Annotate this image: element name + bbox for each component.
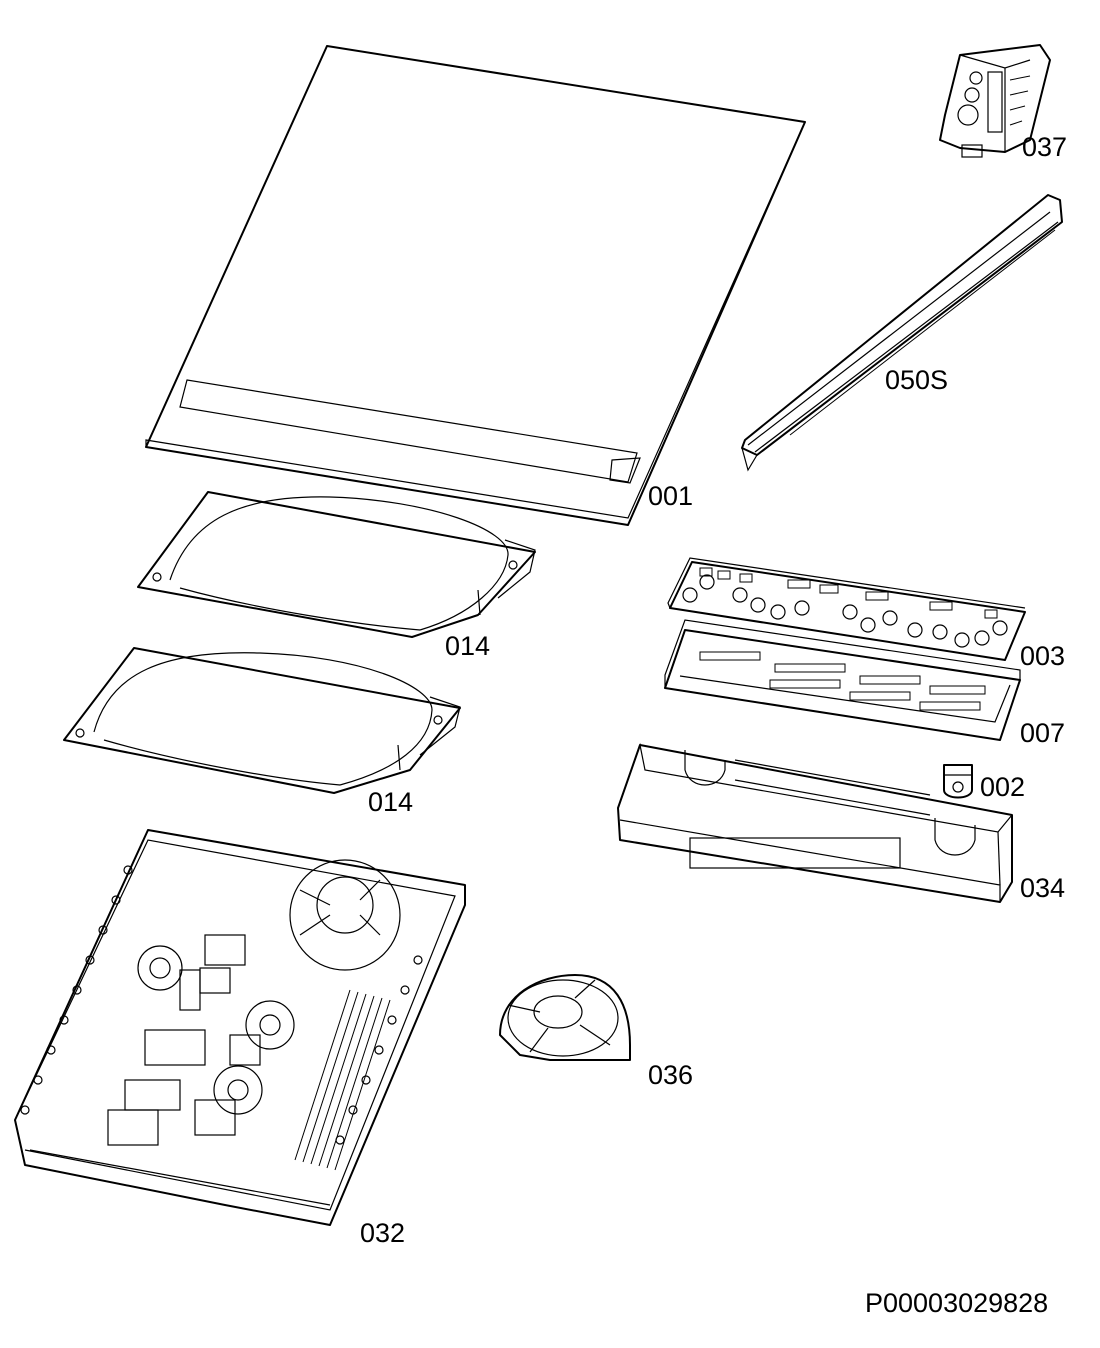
coil-upper-drawing bbox=[137, 491, 536, 638]
label-050s: 050S bbox=[885, 365, 949, 395]
label-001: 001 bbox=[648, 481, 694, 511]
label-034: 034 bbox=[1020, 873, 1066, 903]
frame-drawing bbox=[617, 742, 1013, 903]
side-rail-drawing bbox=[741, 194, 1063, 472]
display-board-drawing bbox=[667, 557, 1026, 661]
document-id: P00003029828 bbox=[865, 1288, 1049, 1318]
coil-lower-drawing bbox=[63, 647, 461, 794]
clip-drawing bbox=[943, 764, 973, 799]
label-003: 003 bbox=[1020, 641, 1066, 671]
label-032: 032 bbox=[360, 1218, 406, 1248]
fan-drawing bbox=[499, 974, 631, 1061]
label-007: 007 bbox=[1020, 718, 1066, 748]
label-036: 036 bbox=[648, 1060, 694, 1090]
board-holder-drawing bbox=[664, 619, 1021, 741]
label-037: 037 bbox=[1022, 132, 1068, 162]
label-014-upper: 014 bbox=[445, 631, 491, 661]
label-014-lower: 014 bbox=[368, 787, 414, 817]
connector-drawing bbox=[939, 44, 1051, 158]
label-002: 002 bbox=[980, 772, 1026, 802]
power-board-drawing bbox=[14, 829, 466, 1226]
glass-top-drawing bbox=[145, 45, 806, 526]
